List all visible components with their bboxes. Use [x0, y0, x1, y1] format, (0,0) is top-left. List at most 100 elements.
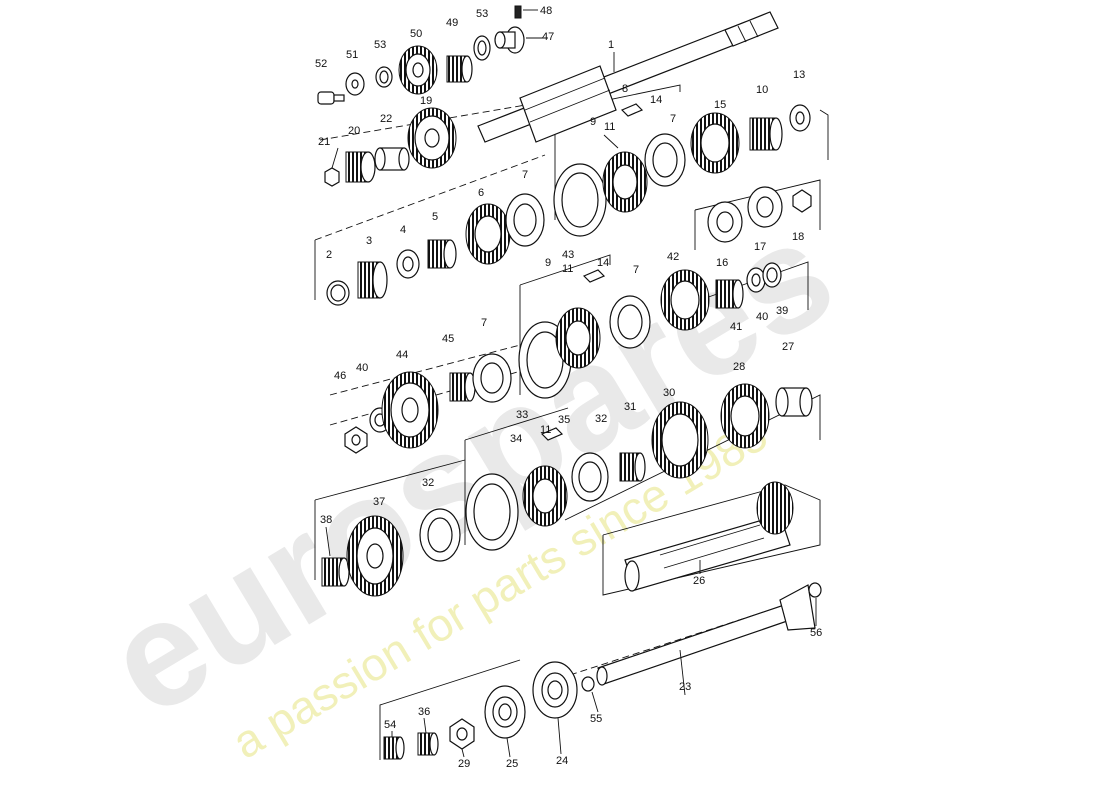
leader-lines: [325, 9, 817, 758]
part-56-nut: [808, 582, 822, 598]
part-37-gear: [346, 515, 404, 597]
callout-17: 17: [754, 241, 766, 253]
callout-55: 55: [590, 713, 602, 725]
callout-18: 18: [792, 231, 804, 243]
part-4-washer: [396, 249, 420, 279]
callout-32-a: 32: [595, 413, 607, 425]
callout-34: 34: [510, 433, 522, 445]
callout-29: 29: [458, 758, 470, 770]
part-53-ring-left: [375, 66, 393, 88]
callout-7-a: 7: [670, 113, 676, 125]
part-10-needle-bearing: [749, 117, 783, 151]
part-55-nut: [581, 676, 595, 692]
callout-27: 27: [782, 341, 794, 353]
part-51-washer: [345, 72, 365, 96]
part-21-nut: [324, 167, 340, 187]
part-26-shaft: [624, 481, 794, 592]
part-15-gear: [690, 112, 740, 174]
callout-48: 48: [540, 5, 552, 17]
part-5-needle-bearing: [427, 239, 457, 269]
part-49-needle-bearing: [446, 55, 473, 83]
part-38-needle-bearing: [321, 557, 350, 587]
callout-21: 21: [318, 136, 330, 148]
part-24-bearing: [532, 661, 578, 719]
callout-42: 42: [667, 251, 679, 263]
part-19-gear: [407, 107, 457, 169]
callout-33: 33: [516, 409, 528, 421]
part-48-pin: [514, 5, 522, 19]
callout-14-b: 14: [597, 257, 609, 269]
callout-labels: 1 2 3 4 5 6 7 7 7 7 8 9 9 10 11 11 11 13…: [315, 5, 822, 770]
callout-11-c: 11: [540, 424, 551, 436]
callout-24: 24: [556, 755, 568, 767]
part-23-pinion-shaft: [596, 584, 816, 686]
part-30-gear: [651, 401, 709, 479]
group-outlines: [314, 84, 829, 760]
callout-49: 49: [446, 17, 458, 29]
callout-51: 51: [346, 49, 358, 61]
callout-50: 50: [410, 28, 422, 40]
part-36-bearing: [417, 732, 439, 756]
part-7-ring-c: [609, 295, 651, 349]
part-42-gear: [660, 269, 710, 331]
callout-19: 19: [420, 95, 432, 107]
part-2-bushing: [326, 280, 350, 306]
callout-13: 13: [793, 69, 805, 81]
part-18-nut: [792, 189, 812, 213]
callout-15: 15: [714, 99, 726, 111]
callout-44: 44: [396, 349, 408, 361]
callout-40-a: 40: [756, 311, 768, 323]
part-40-washer-right: [746, 267, 766, 293]
callout-7-b: 7: [522, 169, 528, 181]
part-sync-sleeve-lower: [465, 473, 519, 551]
part-9-synchro-hub-middle: [555, 307, 601, 369]
callout-43: 43: [562, 249, 574, 261]
callout-37: 37: [373, 496, 385, 508]
callout-8: 8: [622, 83, 628, 95]
callout-10: 10: [756, 84, 768, 96]
part-25-bearing: [484, 685, 526, 739]
part-45-needle-bearing: [449, 372, 476, 402]
callout-36: 36: [418, 706, 430, 718]
callout-53-a: 53: [374, 39, 386, 51]
callout-20: 20: [348, 125, 360, 137]
callout-2: 2: [326, 249, 332, 261]
part-31-needle-bearing: [619, 452, 646, 482]
part-14-key-upper: [620, 103, 644, 117]
part-7-ring-b: [505, 193, 545, 247]
part-3-gear: [357, 261, 388, 299]
part-41-needle-bearing: [715, 279, 744, 309]
callout-53-b: 53: [476, 8, 488, 20]
part-53-ring-right: [473, 35, 491, 61]
part-35-key: [540, 427, 564, 441]
callout-47: 47: [542, 31, 554, 43]
part-1-input-shaft: [477, 11, 779, 143]
callout-26: 26: [693, 575, 705, 587]
callout-14-a: 14: [650, 94, 662, 106]
callout-9-a: 9: [590, 116, 596, 128]
part-7-ring-d: [472, 353, 512, 403]
part-32-ring-right: [571, 452, 609, 502]
part-29-nut: [449, 718, 475, 750]
callout-5: 5: [432, 211, 438, 223]
part-22-bushing: [374, 147, 410, 171]
parts: [317, 5, 822, 760]
callout-23: 23: [679, 681, 691, 693]
part-52-bolt: [317, 91, 345, 105]
callout-16: 16: [716, 257, 728, 269]
callout-35: 35: [558, 414, 570, 426]
part-20-gear: [345, 151, 376, 183]
part-32-ring-left: [419, 508, 461, 562]
callout-7-d: 7: [481, 317, 487, 329]
callout-52: 52: [315, 58, 327, 70]
callout-22: 22: [380, 113, 392, 125]
part-34-synchro-hub: [522, 465, 568, 527]
callout-28: 28: [733, 361, 745, 373]
part-39-ring: [762, 262, 782, 288]
callout-3: 3: [366, 235, 372, 247]
part-28-gear: [720, 383, 770, 449]
callout-31: 31: [624, 401, 636, 413]
part-7-ring-a: [644, 133, 686, 187]
part-27-bushing: [775, 387, 813, 417]
